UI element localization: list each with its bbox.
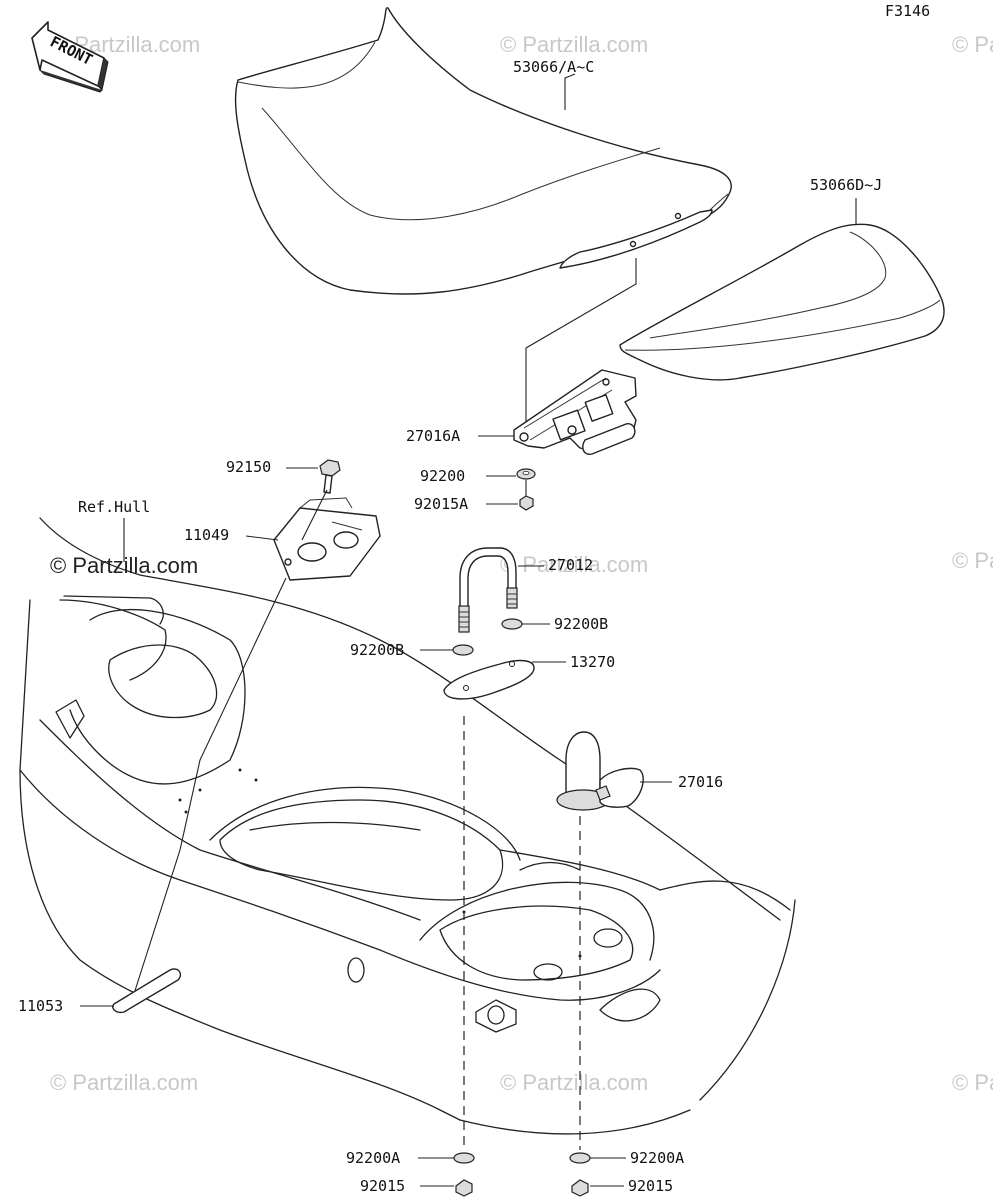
washer-icon <box>569 1152 591 1164</box>
label-92200: 92200 <box>420 467 465 485</box>
watermark: © Partzilla.com <box>50 1070 198 1095</box>
label-11053: 11053 <box>18 997 63 1015</box>
hull-body <box>19 517 796 1135</box>
front-seat <box>234 7 732 295</box>
diagram-code: F3146 <box>885 2 930 20</box>
label-92200a-right: 92200A <box>630 1149 684 1167</box>
label-92200b-right: 92200B <box>554 615 608 633</box>
watermark: © Partzilla.com <box>500 32 648 57</box>
tow-hook <box>556 731 644 811</box>
watermark: © Partzilla.com <box>952 1070 993 1095</box>
label-53066d-j: 53066D~J <box>810 176 882 194</box>
nut-icon <box>519 495 534 511</box>
label-27012: 27012 <box>548 556 593 574</box>
watermark: © Partzilla.com <box>952 548 993 573</box>
gasket-plate <box>443 659 535 700</box>
u-bolt <box>458 547 518 633</box>
label-13270: 13270 <box>570 653 615 671</box>
mounting-plate <box>273 497 381 581</box>
nut-icon <box>571 1179 589 1197</box>
ref-hull-label: Ref.Hull <box>78 498 150 516</box>
label-92015-right: 92015 <box>628 1177 673 1195</box>
label-92200b-left: 92200B <box>350 641 404 659</box>
watermark: © Partzilla.com <box>952 32 993 57</box>
washer-icon <box>453 1152 475 1164</box>
bolt-icon <box>319 459 341 494</box>
washer-icon <box>452 644 474 656</box>
front-arrow-icon: FRONT <box>31 21 109 93</box>
label-53066-a-c: 53066/A~C <box>513 58 594 76</box>
label-11049: 11049 <box>184 526 229 544</box>
label-27016a: 27016A <box>406 427 460 445</box>
label-27016: 27016 <box>678 773 723 791</box>
label-92015-left: 92015 <box>360 1177 405 1195</box>
watermark: © Partzilla.com <box>500 552 648 577</box>
label-92015a: 92015A <box>414 495 468 513</box>
rear-seat <box>619 223 945 381</box>
latch-bracket <box>513 369 637 455</box>
watermarks: © Partzilla.com © Partzilla.com © Partzi… <box>50 32 993 1095</box>
nut-icon <box>455 1179 473 1197</box>
watermark: © Partzilla.com <box>500 1070 648 1095</box>
washer-icon <box>501 618 523 630</box>
label-92200a-left: 92200A <box>346 1149 400 1167</box>
label-92150: 92150 <box>226 458 271 476</box>
strap <box>112 968 182 1014</box>
